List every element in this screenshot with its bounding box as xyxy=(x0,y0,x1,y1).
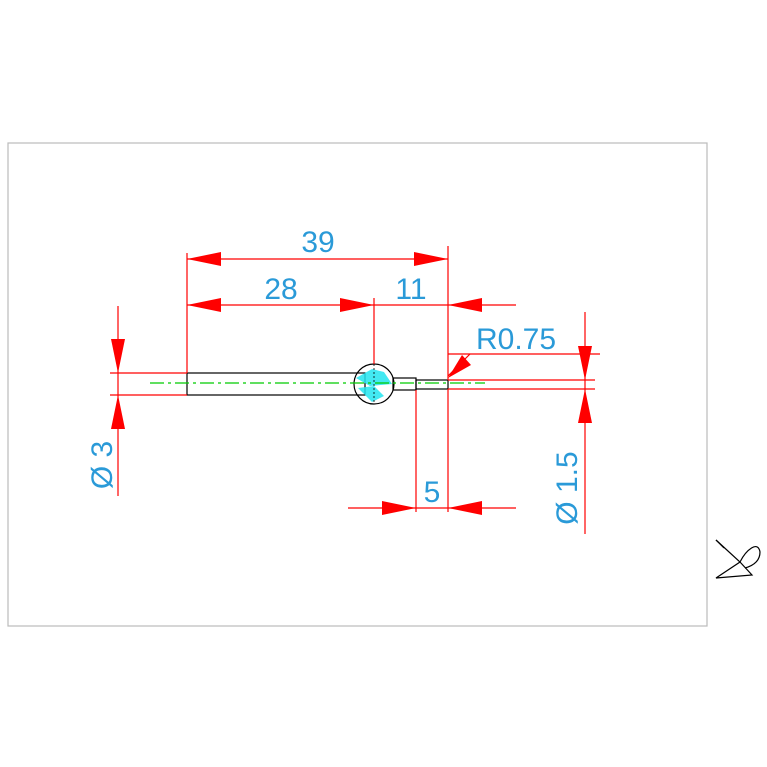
arrow xyxy=(111,395,125,429)
dim-overall-length: 39 xyxy=(301,226,334,259)
dimension-lines xyxy=(110,246,600,534)
arrow xyxy=(448,298,482,312)
ball-hatch xyxy=(356,364,392,404)
shaft-outline xyxy=(186,372,366,396)
dimension-arrows xyxy=(111,252,592,515)
arrow xyxy=(578,389,592,423)
ucs-icon xyxy=(715,539,761,579)
arrow xyxy=(448,501,482,515)
dim-tip-diameter: Ø 1.5 xyxy=(551,451,584,524)
arrow xyxy=(448,355,471,378)
arrow xyxy=(340,298,374,312)
arrow xyxy=(414,252,448,266)
arrow xyxy=(111,339,125,373)
arrow xyxy=(187,252,221,266)
dim-shaft-length: 28 xyxy=(264,273,297,306)
dim-shaft-diameter: Ø 3 xyxy=(86,441,119,489)
arrow xyxy=(187,298,221,312)
drawing-frame xyxy=(7,142,708,627)
arrow xyxy=(382,501,416,515)
dim-tip-length: 11 xyxy=(395,273,426,306)
arrow xyxy=(578,346,592,380)
part-geometry xyxy=(186,363,449,405)
neck-outline xyxy=(392,377,417,391)
tip-outline xyxy=(415,379,449,390)
dim-tip-radius: R0.75 xyxy=(476,323,556,356)
dim-neck-length: 5 xyxy=(424,476,441,509)
